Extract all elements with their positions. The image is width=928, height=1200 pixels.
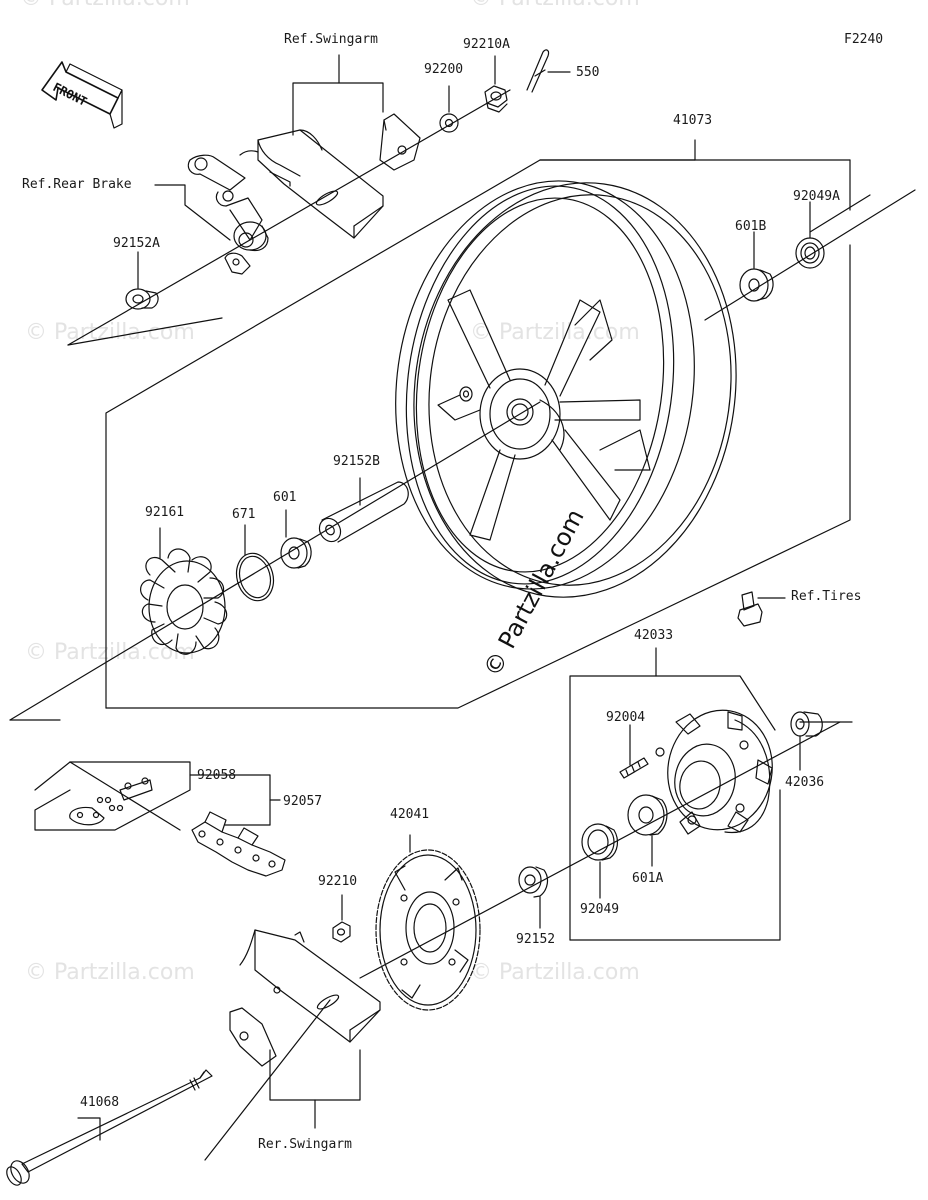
front-direction-icon: [41, 61, 123, 129]
part-label-601[interactable]: 601: [273, 490, 297, 505]
part-label-92161[interactable]: 92161: [145, 505, 185, 520]
watermark-faint: © Partzilla.com: [25, 320, 195, 345]
part-label-42041[interactable]: 42041: [390, 807, 430, 822]
chain-adjuster-bottom: [229, 1007, 277, 1067]
axis-lines: [9, 69, 916, 1161]
wheel-damper-92161: [140, 527, 228, 655]
collar-92152: [518, 866, 549, 929]
cotter-pin-550: [526, 49, 571, 93]
bearing-601A: [627, 794, 668, 867]
diagram-code: F2240: [844, 32, 884, 47]
watermark-faint: © Partzilla.com: [25, 960, 195, 985]
swingarm-end-bottom: [239, 929, 381, 1043]
ref-swingarm-label[interactable]: Ref.Swingarm: [284, 32, 378, 47]
collar-92152B: [318, 477, 409, 543]
part-label-92152A[interactable]: 92152A: [113, 236, 160, 251]
part-label-42036[interactable]: 42036: [785, 775, 825, 790]
hub-assembly-frame: [569, 647, 781, 941]
rear-wheel-41073: [395, 180, 737, 598]
tire-valve: [737, 591, 786, 627]
part-label-42033[interactable]: 42033: [634, 628, 674, 643]
part-label-92152[interactable]: 92152: [516, 932, 556, 947]
bearing-601B: [739, 231, 774, 302]
part-label-41068[interactable]: 41068: [80, 1095, 120, 1110]
ref-swingarm-bottom-bracket: [269, 1049, 361, 1129]
part-label-671[interactable]: 671: [232, 507, 256, 522]
part-label-92057[interactable]: 92057: [283, 794, 323, 809]
part-label-92152B[interactable]: 92152B: [333, 454, 380, 469]
collar-42036: [790, 711, 823, 771]
part-label-41073[interactable]: 41073: [673, 113, 713, 128]
washer-92200: [439, 85, 459, 133]
wheel-assembly-frame: [105, 139, 851, 709]
oil-seal-92049: [581, 823, 619, 899]
collar-92152A: [125, 251, 159, 310]
drive-chain-92057: [191, 811, 286, 877]
swingarm-end-top: [239, 129, 384, 239]
part-label-92004[interactable]: 92004: [606, 710, 646, 725]
chain-joint-92058: [34, 761, 281, 831]
nut-92210: [332, 894, 351, 943]
rear-brake-linkage: [154, 154, 269, 275]
part-label-92049A[interactable]: 92049A: [793, 189, 840, 204]
sprocket-42041: [375, 834, 481, 1011]
part-label-92200[interactable]: 92200: [424, 62, 464, 77]
ref-tires-label[interactable]: Ref.Tires: [791, 589, 862, 604]
ref-rear-brake-label[interactable]: Ref.Rear Brake: [22, 177, 132, 192]
part-label-601A[interactable]: 601A: [632, 871, 664, 886]
part-label-92058[interactable]: 92058: [197, 768, 237, 783]
part-label-601B[interactable]: 601B: [735, 219, 767, 234]
watermark-faint: © Partzilla.com: [470, 0, 640, 11]
bearing-601: [280, 509, 312, 569]
ref-swingarm-top-bracket: [292, 54, 384, 136]
watermark-faint: © Partzilla.com: [470, 960, 640, 985]
stud-92004: [619, 724, 649, 779]
watermark-faint: © Partzilla.com: [20, 0, 190, 11]
axle-41068: [6, 1069, 213, 1186]
o-ring-671: [235, 524, 275, 602]
part-label-550[interactable]: 550: [576, 65, 600, 80]
rer-swingarm-label[interactable]: Rer.Swingarm: [258, 1137, 352, 1152]
oil-seal-92049A: [795, 201, 825, 269]
part-label-92210[interactable]: 92210: [318, 874, 358, 889]
castle-nut-92210A: [484, 55, 508, 113]
coupling-42033: [655, 709, 773, 835]
chain-adjuster-top: [379, 113, 421, 171]
part-label-92049[interactable]: 92049: [580, 902, 620, 917]
part-label-92210A[interactable]: 92210A: [463, 37, 510, 52]
